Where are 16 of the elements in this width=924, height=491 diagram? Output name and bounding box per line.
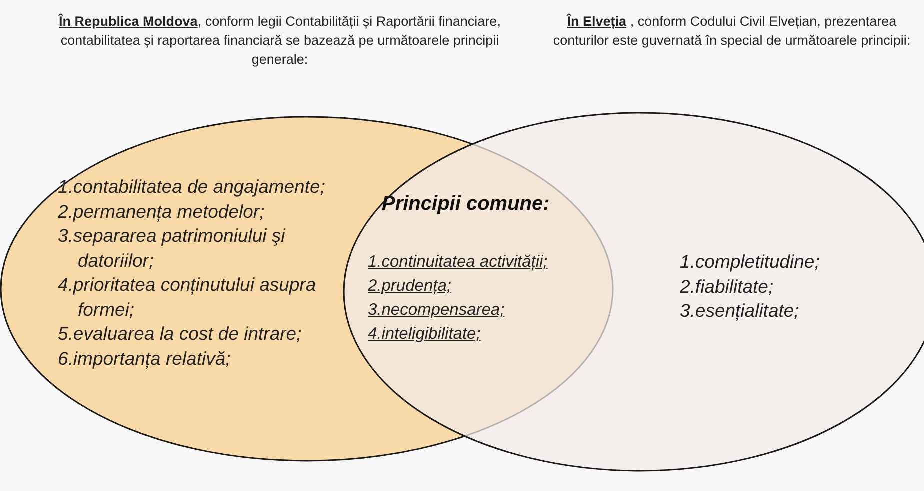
heading-text: În Elveția , conform Codului Civil Elvețian, prezentarea conturilor este guvernată în special de următoarele principii: xyxy=(552,12,912,50)
list-item: 1.completitudine; xyxy=(680,250,821,274)
list-item: 6.importanța relativă; xyxy=(58,346,232,371)
list-item: 1.contabilitatea de angajamente; xyxy=(58,175,326,199)
list-item: 5.evaluarea la cost de intrare; xyxy=(58,322,303,346)
section-heading: Principii comune: xyxy=(382,193,550,216)
heading-text: În Republica Moldova, conform legii Contabilității și Raportării financiare, contabilitatea și raportarea financiară se bazează pe următoarele principii generale: xyxy=(58,12,502,69)
list-item: 1.continuitatea activității; xyxy=(368,252,549,273)
list-item: 3.esențialitate; xyxy=(680,299,800,324)
list-item: 2.fiabilitate; xyxy=(680,274,775,298)
list-item: 3.necompensarea; xyxy=(368,300,506,321)
list-item: 4.prioritatea conținutului asupra formei; xyxy=(58,273,318,322)
list-item: 2.permanența metodelor; xyxy=(58,200,266,224)
list-item: 2.prudența; xyxy=(368,276,452,297)
list-item: 3.separarea patrimoniului şi datoriilor; xyxy=(58,224,287,272)
list-item: 4.inteligibilitate; xyxy=(368,324,482,345)
